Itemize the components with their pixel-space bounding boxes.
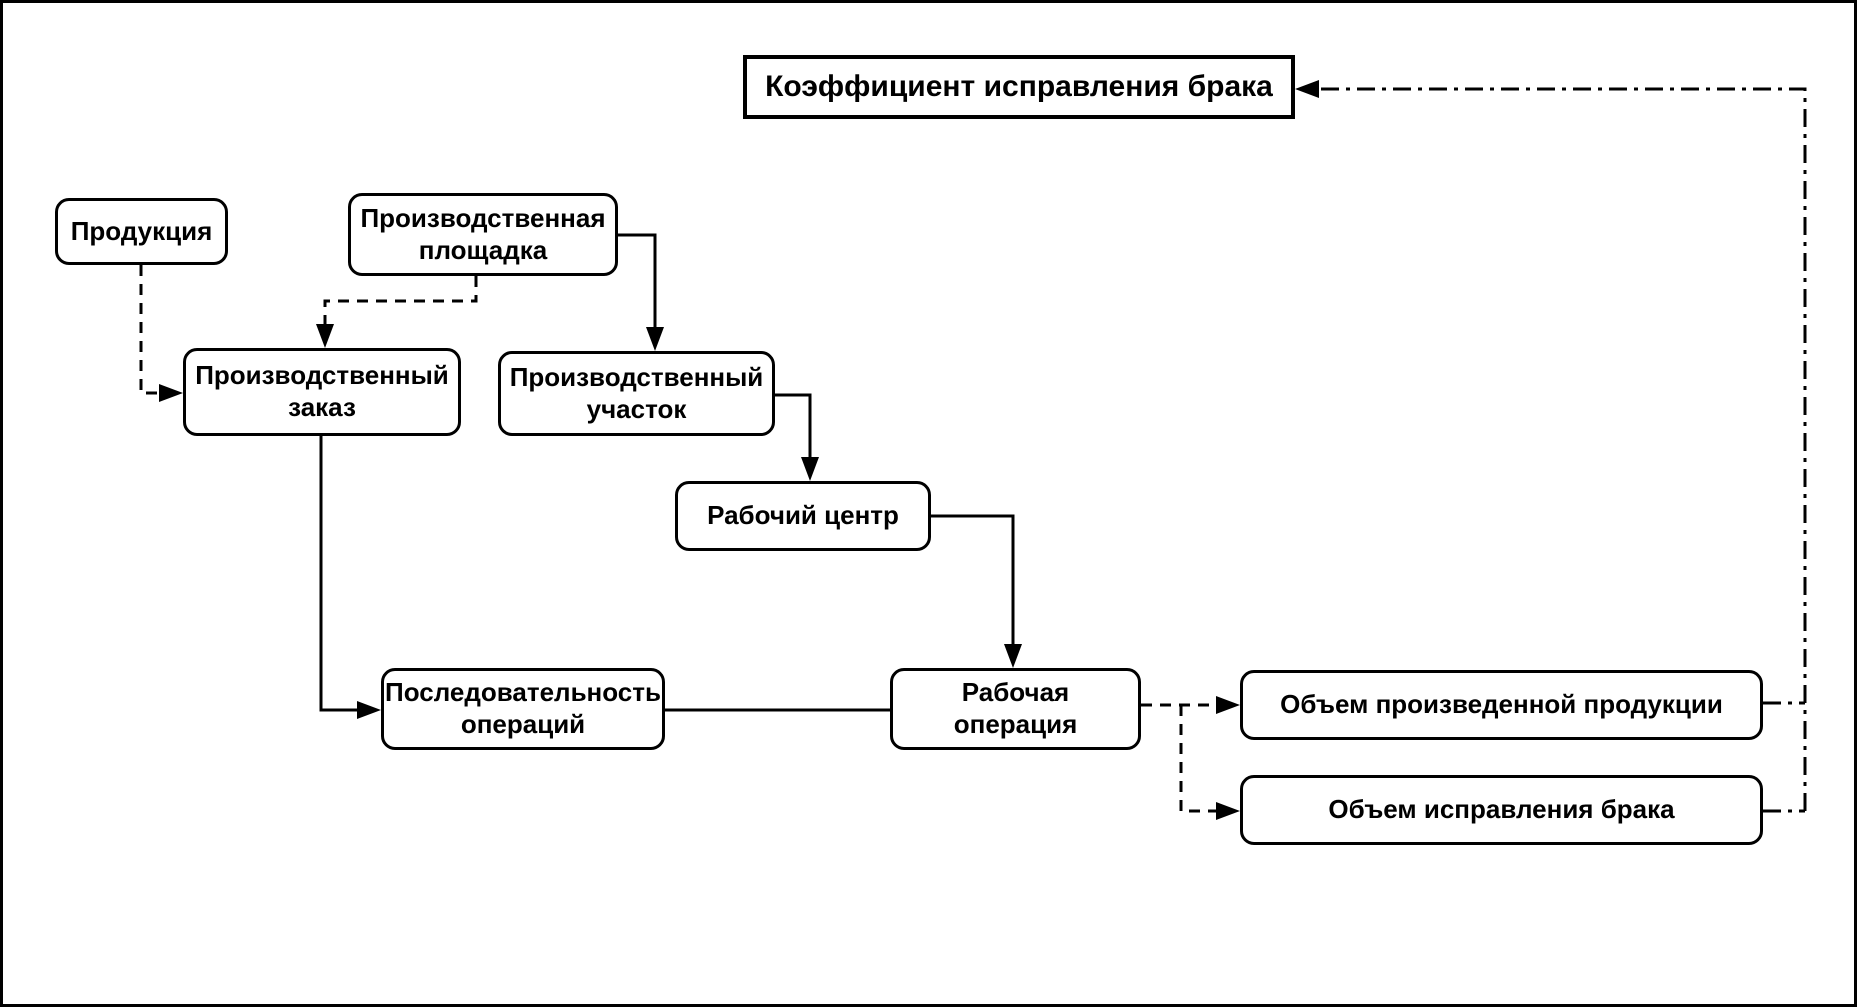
edge-product-to-order — [139, 265, 159, 395]
arrowhead-work-operation-to-rework-volume — [1216, 802, 1240, 820]
node-label: Продукция — [70, 215, 213, 246]
node-work-operation: Рабочая операция — [890, 668, 1141, 750]
arrowhead-work-center-to-work-operation — [1004, 644, 1022, 668]
node-production-section: Производственный участок — [498, 351, 775, 436]
node-produced-output-volume: Объем произведенной продукции — [1240, 670, 1763, 740]
edge-site-to-section — [618, 233, 657, 327]
node-label: Производственный заказ — [195, 360, 449, 422]
edge-order-to-op-sequence — [319, 436, 357, 712]
edge-section-to-work-center — [775, 393, 812, 457]
node-production-site: Производственная площадка — [348, 193, 618, 276]
node-production-order: Производственный заказ — [183, 348, 461, 436]
node-label: Производственная площадка — [360, 202, 606, 265]
edge-work-operation-to-rework-volume — [1179, 705, 1216, 813]
node-label: Рабочий центр — [707, 500, 899, 531]
arrowhead-site-to-section — [646, 327, 664, 351]
edge-site-to-order — [323, 276, 478, 324]
node-label: Объем исправления брака — [1328, 794, 1675, 825]
edge-loop-to-title — [1319, 87, 1807, 811]
arrowhead-product-to-order — [159, 384, 183, 402]
connector-layer — [139, 80, 1807, 820]
node-label: Последовательность операций — [385, 677, 661, 739]
arrowhead-work-operation-to-produced-volume — [1216, 696, 1240, 714]
arrowhead-site-to-order — [316, 324, 334, 348]
arrowhead-section-to-work-center — [801, 457, 819, 481]
node-label: Производственный участок — [509, 361, 764, 424]
node-defect-correction-coefficient: Коэффициент исправления брака — [743, 55, 1295, 119]
node-label: Объем произведенной продукции — [1280, 689, 1723, 720]
edge-work-center-to-work-operation — [931, 514, 1015, 644]
node-label: Рабочая операция — [953, 677, 1078, 739]
arrowhead-loop-to-title — [1295, 80, 1319, 98]
node-work-center: Рабочий центр — [675, 481, 931, 551]
node-defect-correction-volume: Объем исправления брака — [1240, 775, 1763, 845]
node-operation-sequence: Последовательность операций — [381, 668, 665, 750]
node-label: Коэффициент исправления брака — [765, 69, 1273, 103]
node-products: Продукция — [55, 198, 228, 265]
arrowhead-order-to-op-sequence — [357, 701, 381, 719]
